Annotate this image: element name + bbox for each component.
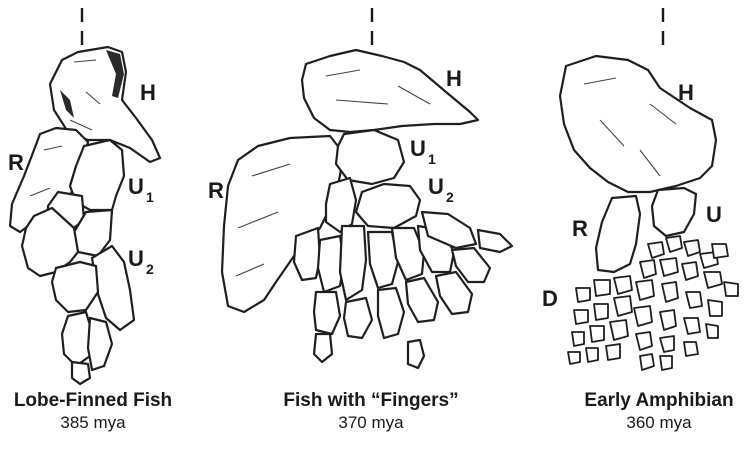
- ulna-1-bone: [336, 130, 404, 184]
- radius-bone: [596, 196, 640, 272]
- label-u2-sub-fingers: 2: [446, 189, 454, 205]
- label-radius-fish: R: [8, 150, 24, 175]
- caption-title: Early Amphibian: [534, 390, 746, 412]
- humerus-bone: [302, 50, 478, 132]
- caption-date: 370 mya: [246, 412, 496, 434]
- label-humerus-amphibian: H: [678, 80, 694, 105]
- label-humerus-fingers: H: [446, 66, 462, 91]
- label-u2-fingers: U: [428, 174, 444, 199]
- ulna-bone: [652, 188, 696, 236]
- label-radius-fingers: R: [208, 178, 224, 203]
- caption-date: 360 mya: [534, 412, 746, 434]
- caption-title: Fish with “Fingers”: [246, 390, 496, 412]
- label-u1-fingers: U: [410, 136, 426, 161]
- label-ulna-amphibian: U: [706, 202, 722, 227]
- label-humerus-fish: H: [140, 80, 156, 105]
- caption-title: Lobe-Finned Fish: [0, 390, 218, 412]
- label-u1-sub-fish: 1: [146, 189, 154, 205]
- lobe-finned-fish-fin: [10, 47, 160, 384]
- fish-with-fingers-fin: [222, 50, 512, 368]
- caption-fish-with-fingers: Fish with “Fingers” 370 mya: [246, 390, 496, 434]
- label-u1-sub-fingers: 1: [428, 151, 436, 167]
- caption-date: 385 mya: [0, 412, 218, 434]
- humerus-bone: [560, 56, 716, 192]
- caption-early-amphibian: Early Amphibian 360 mya: [534, 390, 746, 434]
- caption-lobe-finned-fish: Lobe-Finned Fish 385 mya: [0, 390, 218, 434]
- label-u1-fish: U: [128, 174, 144, 199]
- label-u2-sub-fish: 2: [146, 261, 154, 277]
- ulna-2-bone: [356, 184, 420, 228]
- label-radius-amphibian: R: [572, 216, 588, 241]
- label-u2-fish: U: [128, 246, 144, 271]
- label-digits-amphibian: D: [542, 286, 558, 311]
